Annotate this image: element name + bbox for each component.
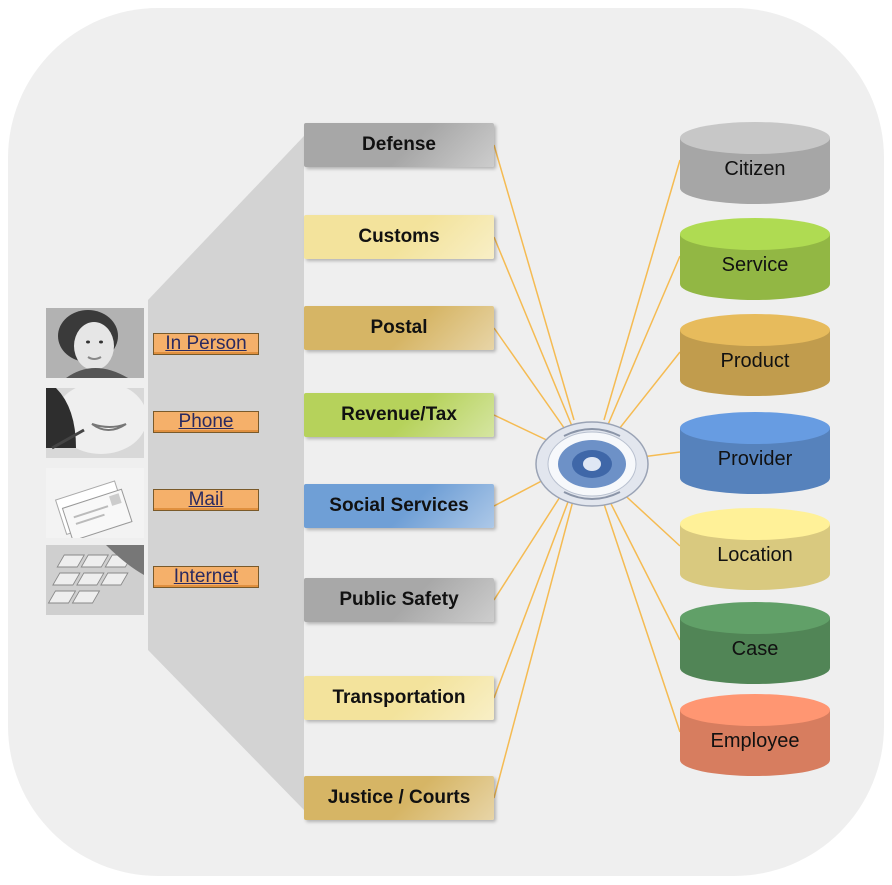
agency-defense: Defense (304, 123, 494, 167)
cylinder-shape (680, 122, 830, 204)
cylinder-shape (680, 218, 830, 300)
agency-justice-courts: Justice / Courts (304, 776, 494, 820)
entity-location: Location (680, 504, 830, 594)
cylinder-shape (680, 314, 830, 396)
channel-label-phone: Phone (153, 411, 259, 433)
agency-postal: Postal (304, 306, 494, 350)
entity-connector-line (603, 503, 681, 733)
agency-customs: Customs (304, 215, 494, 259)
entity-connector-line (603, 489, 681, 641)
agency-connector-line (493, 144, 575, 421)
agency-connector-line (493, 496, 575, 799)
entity-case: Case (680, 598, 830, 688)
mail-envelopes-photo-icon (46, 468, 144, 538)
agency-social-services: Social Services (304, 484, 494, 528)
entity-citizen: Citizen (680, 118, 830, 208)
cylinder-shape (680, 602, 830, 684)
channel-label-internet: Internet (153, 566, 259, 588)
entity-connector-line (603, 255, 681, 435)
entity-label: Location (717, 544, 793, 566)
person-photo-icon (46, 308, 144, 378)
agency-revenue-tax: Revenue/Tax (304, 393, 494, 437)
agency-connector-line (493, 485, 575, 699)
cylinder-shape (680, 412, 830, 494)
cylinder-shape (680, 508, 830, 590)
agency-public-safety: Public Safety (304, 578, 494, 622)
entity-label: Employee (710, 730, 800, 752)
channel-label-mail: Mail (153, 489, 259, 511)
mdm-hub-icon (534, 420, 650, 508)
entity-label: Provider (717, 448, 793, 470)
entity-label: Citizen (724, 158, 786, 180)
agency-connector-line (493, 236, 575, 432)
phone-headset-photo-icon (46, 388, 144, 458)
funnel-shape (148, 136, 304, 810)
entity-product: Product (680, 310, 830, 400)
agency-transportation: Transportation (304, 676, 494, 720)
cylinder-shape (680, 694, 830, 776)
keyboard-photo-icon (46, 545, 144, 615)
entity-service: Service (680, 214, 830, 304)
entity-employee: Employee (680, 690, 830, 780)
agency-connector-line (493, 327, 575, 443)
entity-label: Case (731, 638, 779, 660)
entity-connector-line (603, 159, 681, 421)
entity-label: Service (721, 254, 789, 276)
channel-label-in-person: In Person (153, 333, 259, 355)
entity-label: Product (720, 350, 790, 372)
entity-provider: Provider (680, 408, 830, 498)
